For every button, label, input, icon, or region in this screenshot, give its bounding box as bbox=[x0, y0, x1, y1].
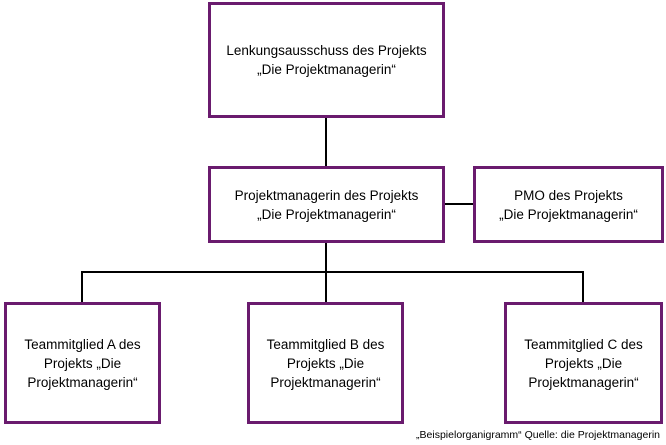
node-team-member-b: Teammitglied B des Projekts „Die Projekt… bbox=[247, 302, 404, 424]
node-team-member-a: Teammitglied A des Projekts „Die Projekt… bbox=[4, 302, 161, 424]
node-project-manager-label: Projektmanagerin des Projekts „Die Proje… bbox=[234, 187, 419, 222]
node-steering-committee-label: Lenkungsausschuss des Projekts „Die Proj… bbox=[226, 43, 427, 77]
node-team-member-b-label: Teammitglied B des Projekts „Die Projekt… bbox=[266, 336, 385, 390]
node-pmo: PMO des Projekts „Die Projektmanagerin“ bbox=[473, 166, 664, 243]
node-team-member-a-label: Teammitglied A des Projekts „Die Projekt… bbox=[24, 336, 141, 390]
node-project-manager: Projektmanagerin des Projekts „Die Proje… bbox=[208, 166, 445, 243]
node-team-member-c-label: Teammitglied C des Projekts „Die Projekt… bbox=[524, 336, 643, 390]
source-caption: „Beispielorganigramm“ Quelle: die Projek… bbox=[416, 429, 660, 441]
node-team-member-c: Teammitglied C des Projekts „Die Projekt… bbox=[504, 302, 663, 424]
node-steering-committee: Lenkungsausschuss des Projekts „Die Proj… bbox=[208, 2, 445, 118]
node-pmo-label: PMO des Projekts „Die Projektmanagerin“ bbox=[499, 187, 638, 222]
